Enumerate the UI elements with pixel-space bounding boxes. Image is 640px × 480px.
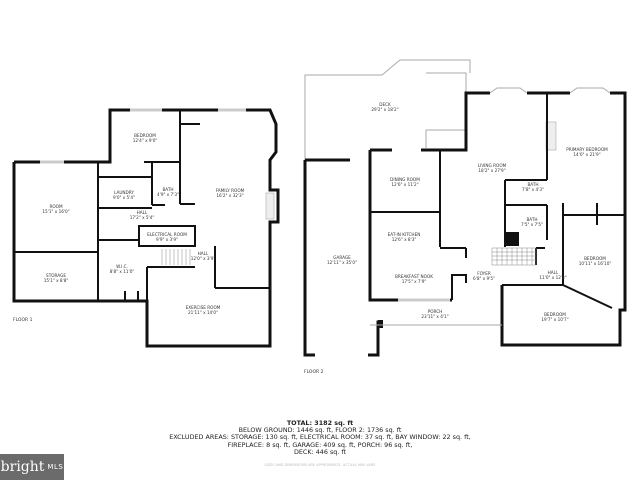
room-name: W.I.C. bbox=[116, 264, 128, 269]
room-name: EXERCISE ROOM bbox=[186, 305, 221, 310]
room-name: BEDROOM bbox=[134, 133, 156, 138]
room-dims: 7'8" x 4'3" bbox=[522, 187, 544, 192]
floor-1-plan: BEDROOM 12'4" x 9'0" LAUNDRY 9'0" x 5'4"… bbox=[12, 108, 280, 348]
room-name: GARAGE bbox=[333, 255, 351, 260]
room-name: HALL bbox=[548, 270, 559, 275]
room-dims: 16'2" x 32'3" bbox=[216, 193, 243, 198]
logo-suffix: MLS bbox=[47, 463, 64, 471]
room-name: PORCH bbox=[428, 309, 443, 314]
chimney bbox=[505, 232, 519, 246]
bright-mls-logo: bright MLS bbox=[0, 454, 64, 480]
room-dims: 12'6" x 8'3" bbox=[392, 237, 417, 242]
room-dims: 18'2" x 27'9" bbox=[478, 168, 505, 173]
room-dims: 17'5" x 7'9" bbox=[402, 279, 427, 284]
room-name: DECK bbox=[379, 102, 391, 107]
wall bbox=[500, 91, 627, 347]
deck-outline bbox=[304, 59, 471, 160]
room-dims: 12'4" x 9'0" bbox=[133, 138, 158, 143]
room-name: EAT-IN KITCHEN bbox=[388, 232, 421, 237]
deck-outline bbox=[425, 72, 467, 148]
room-dims: 7'5" x 7'5" bbox=[521, 222, 543, 227]
floor-label: FLOOR 1 bbox=[13, 317, 33, 323]
room-dims: 17'2" x 5'4" bbox=[130, 215, 155, 220]
summary-line: BELOW GROUND: 1446 sq. ft, FLOOR 2: 1736… bbox=[238, 426, 402, 435]
bay-window bbox=[489, 87, 528, 94]
room-name: STORAGE bbox=[46, 273, 66, 278]
floor-1-exterior-walls bbox=[12, 108, 280, 348]
room-dims: 6'8" x 9'5" bbox=[473, 276, 495, 281]
room-name: FAMILY ROOM bbox=[216, 188, 245, 193]
room-name: ROOM bbox=[49, 204, 63, 209]
room-name: BEDROOM bbox=[544, 312, 566, 317]
room-dims: 15'1" x 16'0" bbox=[42, 209, 69, 214]
floor-1-interior-walls bbox=[14, 110, 270, 301]
fireplace-icon bbox=[265, 192, 275, 220]
room-name: BATH bbox=[162, 187, 173, 192]
room-name: PRIMARY BEDROOM bbox=[566, 147, 608, 152]
disclaimer: SIZES AND DIMENSIONS ARE APPROXIMATE, AC… bbox=[264, 463, 376, 468]
room-dims: 29'2" x 18'2" bbox=[371, 107, 398, 112]
room-dims: 4'9" x 7'3" bbox=[157, 192, 179, 197]
bay-window bbox=[569, 87, 611, 94]
room-dims: 21'11" x 14'0" bbox=[188, 310, 218, 315]
room-dims: 10'11" x 16'10" bbox=[579, 261, 612, 266]
room-name: ELECTRICAL ROOM bbox=[147, 232, 187, 237]
room-name: BATH bbox=[526, 217, 537, 222]
room-name: DINING ROOM bbox=[390, 177, 420, 182]
room-name: LAUNDRY bbox=[114, 190, 134, 195]
room-name: LIVING ROOM bbox=[478, 163, 507, 168]
room-dims: 14'0" x 21'9" bbox=[573, 152, 600, 157]
wall bbox=[421, 91, 490, 152]
floor-2-interior-walls bbox=[370, 93, 625, 309]
room-name: BATH bbox=[527, 182, 538, 187]
room-dims: 11'0" x 12'8" bbox=[539, 275, 566, 280]
room-dims: 19'7" x 10'7" bbox=[541, 317, 568, 322]
room-name: FOYER bbox=[477, 271, 491, 276]
room-name: BREAKFAST NOOK bbox=[395, 274, 433, 279]
floor-label: FLOOR 2 bbox=[304, 369, 324, 375]
summary-line: FIREPLACE: 8 sq. ft, GARAGE: 409 sq. ft,… bbox=[227, 440, 413, 449]
room-name: HALL bbox=[137, 210, 148, 215]
room-dims: 9'9" x 3'9" bbox=[156, 237, 178, 242]
room-dims: 12'11" x 35'0" bbox=[327, 260, 357, 265]
total-area: TOTAL: 3182 sq. ft bbox=[286, 419, 354, 427]
summary-line: EXCLUDED AREAS: STORAGE: 130 sq. ft, ELE… bbox=[169, 433, 471, 442]
room-name: BEDROOM bbox=[584, 256, 606, 261]
floor-2-plan: DECK 29'2" x 18'2" LIVING ROOM 18'2" x 2… bbox=[303, 59, 627, 375]
stairs-icon bbox=[491, 247, 537, 266]
garage-wall bbox=[303, 160, 315, 357]
room-dims: 12'0" x 3'9" bbox=[191, 256, 216, 261]
room-dims: 12'6" x 11'2" bbox=[391, 182, 418, 187]
summary-line: DECK: 446 sq. ft bbox=[293, 447, 347, 456]
room-dims: 15'1" x 8'8" bbox=[44, 278, 69, 283]
stairs-icon bbox=[161, 249, 191, 265]
post bbox=[378, 320, 383, 328]
area-summary: TOTAL: 3182 sq. ft BELOW GROUND: 1446 sq… bbox=[0, 419, 640, 469]
room-dims: 23'11" x 4'1" bbox=[421, 314, 448, 319]
logo-brand: bright bbox=[0, 459, 45, 475]
room-dims: 8'8" x 11'0" bbox=[110, 269, 135, 274]
room-name: HALL bbox=[198, 251, 209, 256]
room-dims: 9'0" x 5'4" bbox=[113, 195, 135, 200]
